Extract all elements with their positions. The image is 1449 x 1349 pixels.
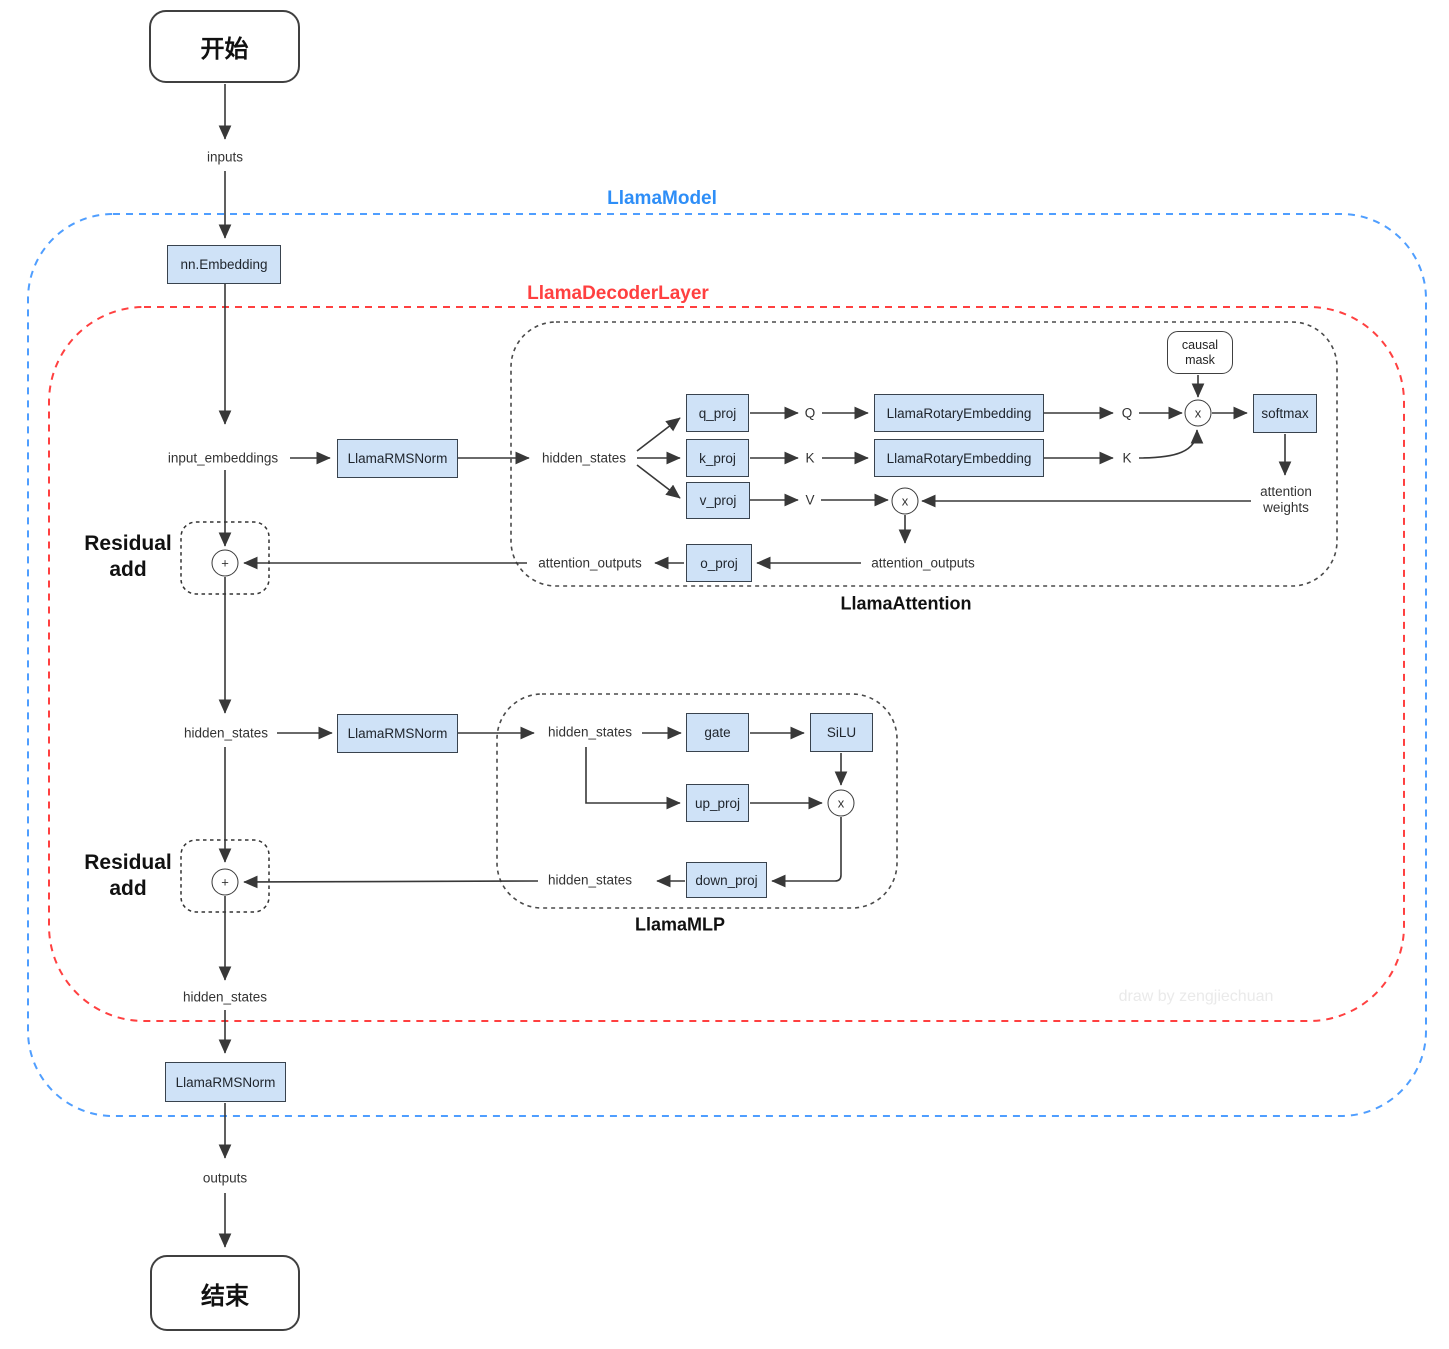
residual-line1: Residual	[84, 851, 172, 874]
attention-outputs-left-label: attention_outputs	[538, 555, 642, 571]
causal-mask-line2: mask	[1185, 352, 1215, 367]
silu-node: SiLU	[810, 713, 873, 752]
mlp-rmsnorm-node: LlamaRMSNorm	[337, 714, 458, 753]
mlp-multiply-circle: x	[827, 789, 855, 817]
rotary-embedding-k-node: LlamaRotaryEmbedding	[874, 439, 1044, 477]
attention-outputs-right-label: attention_outputs	[871, 555, 975, 571]
llama-decoder-layer-title: LlamaDecoderLayer	[527, 283, 709, 304]
causal-mask-node: causal mask	[1167, 331, 1233, 374]
attn-hidden-states-label: hidden_states	[541, 450, 627, 466]
start-node: 开始	[149, 10, 300, 83]
flow-arrows	[218, 84, 1292, 1248]
llama-mlp-container	[496, 693, 898, 909]
end-node: 结束	[150, 1255, 300, 1331]
inputs-label: inputs	[206, 149, 244, 165]
up-proj-node: up_proj	[686, 784, 749, 822]
v-proj-node: v_proj	[686, 482, 750, 519]
attention-weights-label: attention weights	[1260, 484, 1312, 516]
attention-weights-line1: attention	[1260, 484, 1312, 499]
residual-line2: add	[109, 558, 147, 581]
down-proj-node: down_proj	[686, 862, 767, 898]
rotary-embedding-q-node: LlamaRotaryEmbedding	[874, 394, 1044, 432]
av-multiply-circle: x	[891, 487, 919, 515]
residual-add-label-2: Residual add	[84, 850, 172, 902]
q-proj-node: q_proj	[686, 394, 749, 432]
decoder-hidden-states-label: hidden_states	[183, 725, 269, 741]
outputs-label: outputs	[202, 1170, 248, 1186]
residual-plus-circle-2: +	[211, 868, 239, 896]
llama-mlp-title: LlamaMLP	[634, 914, 726, 935]
attn-rmsnorm-node: LlamaRMSNorm	[337, 439, 458, 478]
final-rmsnorm-node: LlamaRMSNorm	[165, 1062, 286, 1102]
causal-mask-line1: causal	[1181, 337, 1219, 352]
residual-line2: add	[109, 877, 147, 900]
qk-multiply-circle: x	[1184, 399, 1212, 427]
softmax-node: softmax	[1253, 394, 1317, 433]
llama-decoder-layer-container	[48, 306, 1405, 1022]
mlp-hidden-states-out-label: hidden_states	[547, 872, 633, 888]
k-rotated-label: K	[1122, 450, 1132, 466]
nn-embedding-node: nn.Embedding	[167, 245, 281, 284]
watermark-text: draw by zengjiechuan	[1118, 988, 1274, 1005]
q-label: Q	[804, 405, 816, 421]
llama-attention-container	[510, 321, 1338, 587]
residual-plus-circle-1: +	[211, 549, 239, 577]
attention-weights-line2: weights	[1263, 500, 1309, 515]
gate-node: gate	[686, 713, 749, 752]
model-hidden-states-label: hidden_states	[182, 989, 268, 1005]
o-proj-node: o_proj	[686, 544, 752, 582]
input-embeddings-label: input_embeddings	[167, 450, 279, 466]
mlp-hidden-states-in-label: hidden_states	[547, 724, 633, 740]
q-rotated-label: Q	[1121, 405, 1133, 421]
llama-attention-title: LlamaAttention	[840, 593, 972, 614]
llama-model-title: LlamaModel	[607, 188, 717, 209]
residual-line1: Residual	[84, 532, 172, 555]
residual-add-label-1: Residual add	[84, 531, 172, 583]
k-label: K	[805, 450, 815, 466]
k-proj-node: k_proj	[686, 439, 749, 477]
v-label: V	[805, 492, 815, 508]
llama-model-container	[27, 213, 1427, 1117]
